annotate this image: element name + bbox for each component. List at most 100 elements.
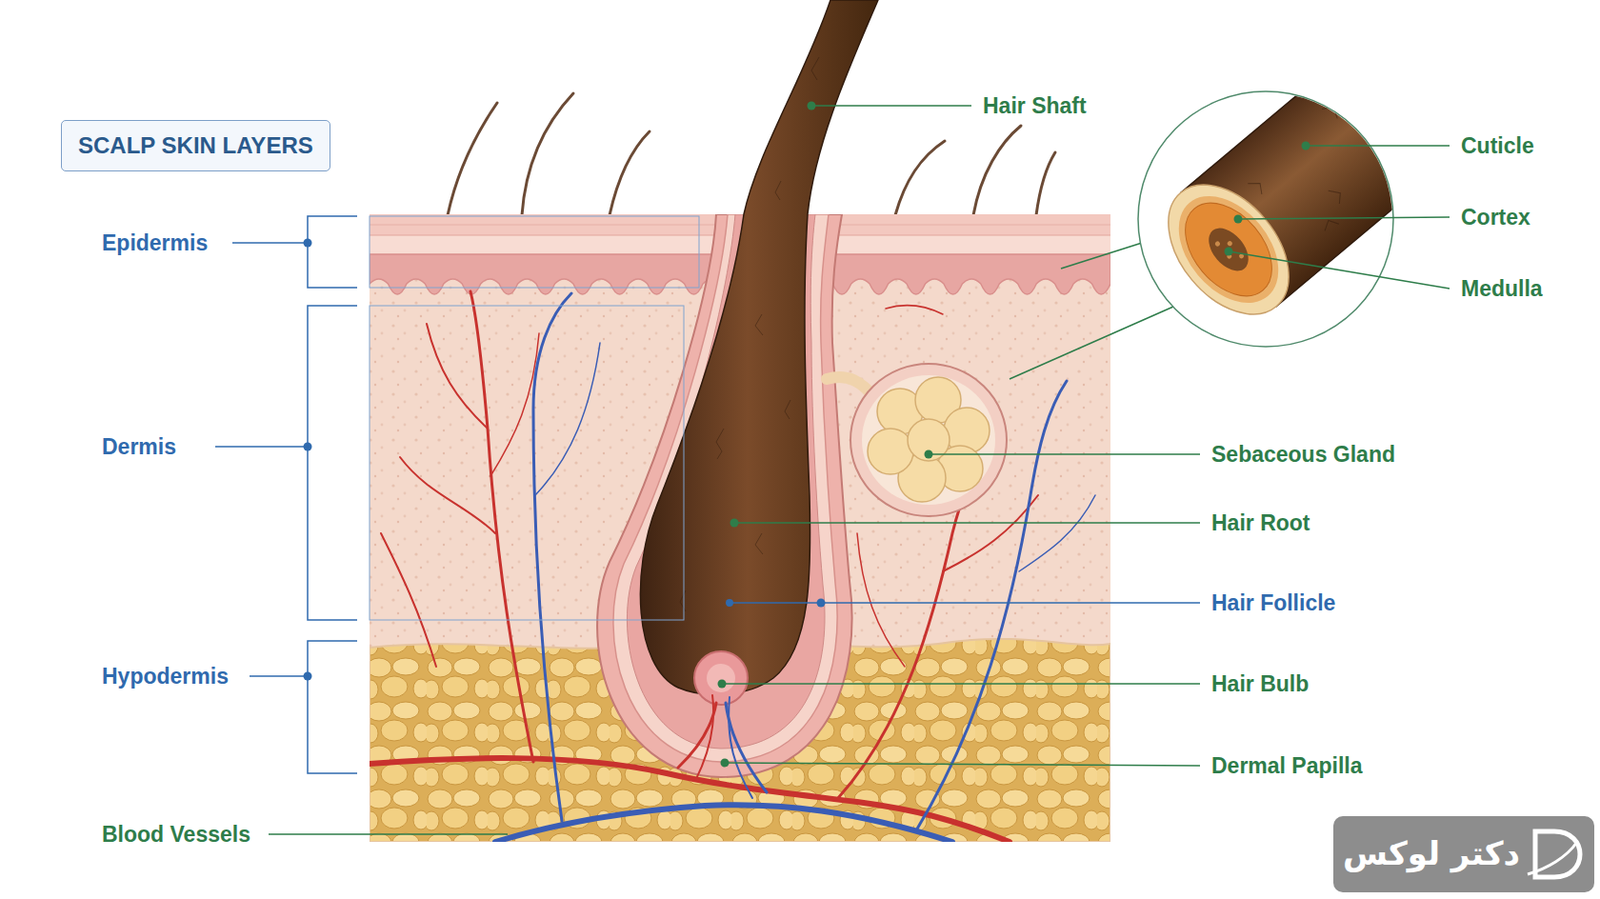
papilla-vessels [678,695,767,799]
leader-line [734,521,1200,524]
part-label: Cortex [1460,204,1531,230]
capillary [857,533,905,667]
medulla-dots [1214,233,1245,266]
layer-outline [369,216,700,288]
leader-line [249,675,308,678]
leader-line [232,241,308,244]
vein [533,293,572,821]
leader-dot [725,599,734,607]
leader-dot [807,101,817,111]
layer-brackets [215,216,358,774]
cylinder-body [1180,0,1510,307]
part-label: Hair Bulb [1211,671,1309,697]
gland-inner [861,375,996,505]
dermal-papilla [694,651,748,705]
inset-connector [1060,242,1142,269]
capillary [885,305,943,315]
bracket [307,640,358,774]
leader-dot [817,599,826,608]
leader-line [721,682,1200,685]
part-label: Cuticle [1460,133,1535,159]
leader-line [729,601,1200,604]
layer-outline [369,305,684,620]
leader-dot [924,450,934,460]
surface-hair [895,140,945,216]
leader-line [1305,144,1450,147]
capillary [400,457,496,534]
right-dots [718,101,934,768]
surface-hair [1036,152,1056,216]
watermark-logo-swoosh [1527,841,1578,875]
part-label: Hypodermis [101,663,229,689]
part-label: Medulla [1460,276,1543,301]
leader-line [724,762,1200,766]
cortex [1167,186,1289,313]
right-leaders [721,105,1200,766]
leader-line [268,833,508,836]
inset-connector [1009,306,1174,380]
watermark-badge [1333,816,1595,893]
hair-cross-section [1144,0,1511,338]
leader-line [215,445,308,448]
capillary [380,533,437,667]
hair-crack [784,400,791,420]
watermark-text: دكتر لوكس [1342,835,1520,873]
hair-shaft-and-root [640,0,879,695]
hair-crack [755,533,763,555]
capillary [695,695,714,781]
bracket [307,216,358,288]
gland-lobe [867,428,914,475]
medulla [1200,220,1257,279]
capillary [426,323,488,429]
hair-crack [755,314,763,336]
surface-hair [973,125,1021,216]
part-label: Epidermis [101,230,208,256]
part-label: Hair Root [1211,510,1311,536]
title-box: SCALP SKIN LAYERS [60,120,331,172]
capillary [490,333,540,477]
part-label: Blood Vessels [101,821,251,847]
medulla-dot [1214,240,1221,247]
leader-dot [718,680,727,689]
part-label: Dermal Papilla [1211,753,1363,779]
part-label: Hair Shaft [982,93,1087,119]
venule [1019,495,1096,572]
leader-dot [730,519,740,528]
gland-sac [850,363,1007,517]
gland-lobes [867,377,990,502]
hair-texture [680,57,820,612]
part-label: Hair Follicle [1211,590,1336,616]
leader-dot [303,239,313,248]
venule [535,342,600,496]
surface-hair [609,131,650,216]
leader-dot [1224,247,1234,257]
bracket [307,305,358,620]
part-label: Sebaceous Gland [1211,441,1396,467]
bracket-dots [303,239,313,681]
artery [470,291,534,762]
inset-leaders [1224,141,1451,290]
leader-line [811,104,972,107]
leader-line [1238,217,1450,220]
vein [495,804,953,842]
cuticle-ring [1144,161,1314,338]
surface-hair [521,93,574,216]
cortex-outer [1159,177,1300,322]
hair-cylinder [1144,0,1511,338]
leader-line [1228,251,1450,289]
hair-crack [680,590,686,612]
leader-dot [720,759,730,768]
papilla-core [706,663,736,693]
part-label: Dermis [101,434,177,460]
leader-dot [303,672,313,681]
leader-dot [303,442,313,452]
leader-dot [1234,215,1243,224]
surface-hair [447,102,498,216]
leader-dot [1301,141,1311,151]
leader-line [928,453,1200,456]
hair-crack [775,180,781,200]
medulla-dot [1226,240,1234,247]
hair-crack [811,57,820,80]
hair-crack [716,428,724,460]
